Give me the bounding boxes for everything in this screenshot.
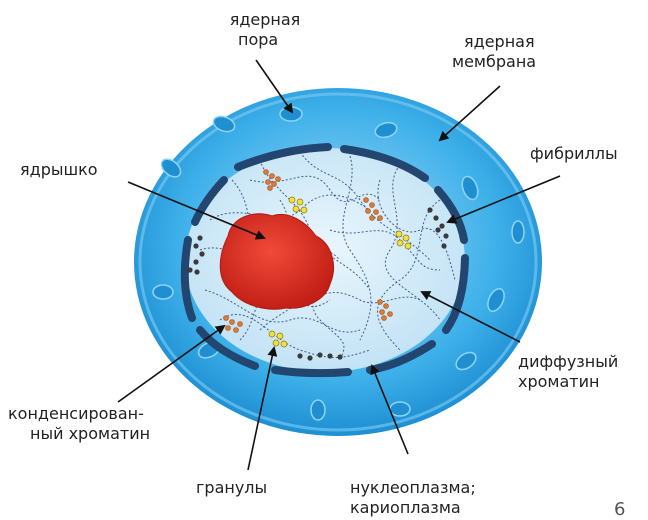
label-line: мембрана bbox=[452, 52, 536, 72]
label-line: пора bbox=[210, 30, 320, 50]
label-line: ядерная bbox=[210, 10, 320, 30]
granule bbox=[276, 177, 281, 182]
chromatin-dot bbox=[193, 243, 198, 248]
chromatin-dot bbox=[441, 243, 446, 248]
granule bbox=[270, 174, 275, 179]
granule bbox=[366, 209, 371, 214]
granule bbox=[396, 231, 402, 237]
pore bbox=[512, 221, 524, 243]
granule bbox=[397, 240, 403, 246]
pore bbox=[311, 400, 325, 420]
chromatin-dot bbox=[427, 207, 432, 212]
chromatin-dot bbox=[187, 267, 192, 272]
granule bbox=[374, 210, 379, 215]
pore bbox=[280, 107, 302, 121]
chromatin-dot bbox=[199, 251, 204, 256]
label-line: ядерная bbox=[452, 32, 536, 52]
chromatin-dot bbox=[194, 269, 199, 274]
label-line: ный хроматин bbox=[8, 424, 150, 444]
chromatin-dot bbox=[307, 355, 312, 360]
label-line: фибриллы bbox=[530, 144, 618, 163]
granule bbox=[234, 328, 239, 333]
granule bbox=[388, 312, 393, 317]
chromatin-dot bbox=[439, 223, 444, 228]
granule bbox=[378, 300, 383, 305]
chromatin-dot bbox=[317, 352, 322, 357]
granule bbox=[277, 333, 283, 339]
label-line: ядрышко bbox=[20, 160, 98, 179]
chromatin-dot bbox=[193, 259, 198, 264]
label-granules: гранулы bbox=[196, 478, 267, 498]
label-line: конденсирован- bbox=[8, 404, 150, 424]
granule bbox=[301, 207, 307, 213]
chromatin-dot bbox=[327, 353, 332, 358]
granule bbox=[370, 216, 375, 221]
granule bbox=[264, 170, 269, 175]
granule bbox=[403, 235, 409, 241]
chromatin-dot bbox=[435, 227, 440, 232]
granule bbox=[269, 331, 275, 337]
granule bbox=[293, 206, 299, 212]
granule bbox=[384, 304, 389, 309]
chromatin-dot bbox=[433, 215, 438, 220]
chromatin-dot bbox=[337, 354, 342, 359]
pore bbox=[390, 402, 410, 416]
chromatin-dot bbox=[443, 233, 448, 238]
granule bbox=[297, 199, 303, 205]
granule bbox=[378, 216, 383, 221]
label-line: хроматин bbox=[518, 372, 618, 392]
granule bbox=[230, 320, 235, 325]
granule bbox=[238, 322, 243, 327]
label-nuclear-pore: ядерная пора bbox=[210, 10, 320, 50]
corner-mark: 6 bbox=[614, 500, 625, 520]
granule bbox=[364, 198, 369, 203]
granule bbox=[289, 197, 295, 203]
label-line: нуклеоплазма; bbox=[350, 478, 476, 498]
granule bbox=[370, 203, 375, 208]
label-condensed-chromatin: конденсирован- ный хроматин bbox=[8, 404, 150, 444]
granule bbox=[226, 326, 231, 331]
granule bbox=[272, 182, 277, 187]
chromatin-dot bbox=[197, 235, 202, 240]
granule bbox=[382, 316, 387, 321]
granule bbox=[224, 316, 229, 321]
label-line: диффузный bbox=[518, 352, 618, 372]
pore bbox=[153, 285, 173, 299]
label-line: гранулы bbox=[196, 478, 267, 497]
corner-mark-text: 6 bbox=[614, 499, 625, 520]
granule bbox=[380, 310, 385, 315]
label-line: кариоплазма bbox=[350, 498, 476, 518]
granule bbox=[268, 186, 273, 191]
granule bbox=[266, 180, 271, 185]
label-nuclear-membrane: ядерная мембрана bbox=[452, 32, 536, 72]
label-nucleoplasm: нуклеоплазма; кариоплазма bbox=[350, 478, 476, 518]
granule bbox=[405, 243, 411, 249]
label-nucleolus: ядрышко bbox=[20, 160, 98, 180]
label-diffuse-chromatin: диффузный хроматин bbox=[518, 352, 618, 392]
label-fibrils: фибриллы bbox=[530, 144, 618, 164]
chromatin-dot bbox=[297, 353, 302, 358]
granule bbox=[281, 341, 287, 347]
granule bbox=[273, 340, 279, 346]
